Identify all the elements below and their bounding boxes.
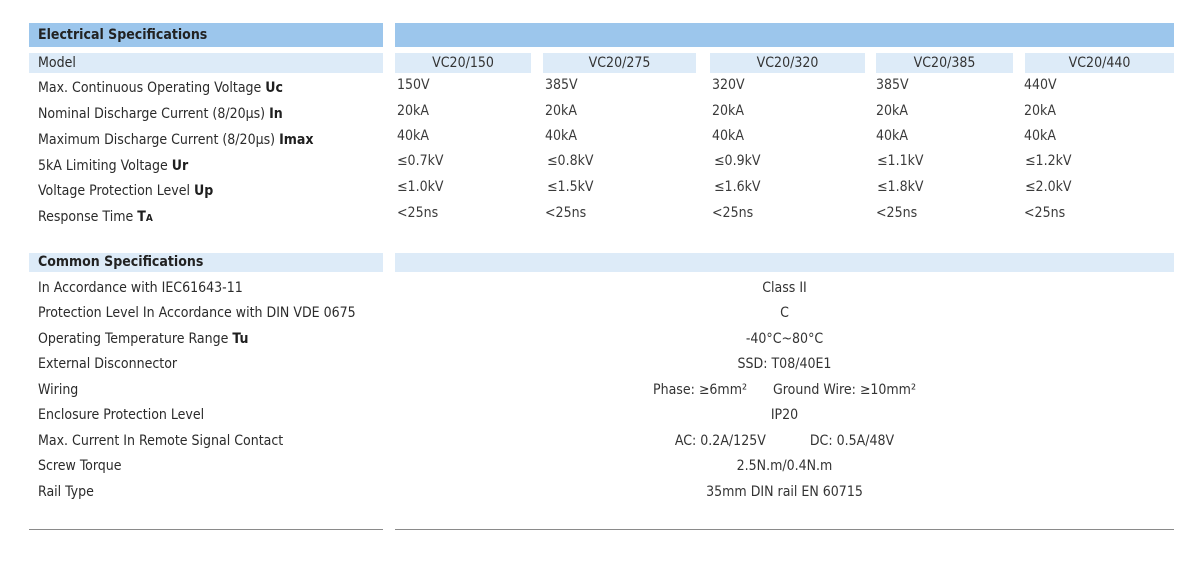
common-row-label: Protection Level In Accordance with DIN … xyxy=(38,305,356,321)
common-row-label: Enclosure Protection Level xyxy=(38,407,205,423)
spec-value: <25ns xyxy=(712,205,754,221)
common-header-bar-right xyxy=(395,253,1174,272)
model-label-bar xyxy=(29,53,383,73)
model-header-2: VC20/275 xyxy=(543,53,696,73)
spec-value: <25ns xyxy=(876,205,918,221)
bottom-divider-left xyxy=(29,529,383,530)
spec-value: 20kA xyxy=(712,103,744,119)
common-row-label: Wiring xyxy=(38,382,79,398)
spec-value: 385V xyxy=(545,77,578,93)
spec-row-label: Voltage Protection Level Up xyxy=(38,183,214,199)
spec-value: ≤1.2kV xyxy=(1025,153,1072,169)
model-header-3: VC20/320 xyxy=(710,53,865,73)
spec-value: 20kA xyxy=(876,103,908,119)
spec-value: 320V xyxy=(712,77,745,93)
common-value: SSD: T08/40E1 xyxy=(737,356,832,372)
spec-value: ≤1.5kV xyxy=(547,179,594,195)
common-value: 35mm DIN rail EN 60715 xyxy=(706,484,863,500)
common-value: C xyxy=(780,305,789,321)
common-value: -40°C~80°C xyxy=(745,331,824,347)
spec-value: <25ns xyxy=(1024,205,1066,221)
common-section-title: Common Specifications xyxy=(38,254,204,270)
spec-value: 40kA xyxy=(397,128,429,144)
model-label: Model xyxy=(38,55,76,71)
common-row-label: Max. Current In Remote Signal Contact xyxy=(38,433,284,449)
spec-value: <25ns xyxy=(545,205,587,221)
model-header-4: VC20/385 xyxy=(876,53,1013,73)
spec-value: ≤2.0kV xyxy=(1025,179,1072,195)
spec-value: 150V xyxy=(397,77,430,93)
common-row-label: External Disconnector xyxy=(38,356,178,372)
spec-value: ≤0.7kV xyxy=(397,153,444,169)
common-row-label: In Accordance with IEC61643-11 xyxy=(38,280,243,296)
spec-value: 40kA xyxy=(545,128,577,144)
electrical-header-bar-left xyxy=(29,23,383,47)
spec-value: ≤0.8kV xyxy=(547,153,594,169)
common-value: Class II xyxy=(762,280,807,296)
spec-value: ≤1.6kV xyxy=(714,179,761,195)
bottom-divider-right xyxy=(395,529,1174,530)
spec-value: ≤1.1kV xyxy=(877,153,924,169)
electrical-header-bar-right xyxy=(395,23,1174,47)
spec-value: 385V xyxy=(876,77,909,93)
spec-row-label: Max. Continuous Operating Voltage Uc xyxy=(38,80,283,96)
common-header-bar-left xyxy=(29,253,383,272)
electrical-section-title: Electrical Specifications xyxy=(38,27,208,43)
spec-value: ≤1.8kV xyxy=(877,179,924,195)
spec-value: 20kA xyxy=(1024,103,1056,119)
spec-value: 20kA xyxy=(397,103,429,119)
common-row-label: Operating Temperature Range Tu xyxy=(38,331,249,347)
spec-row-label: Nominal Discharge Current (8/20μs) In xyxy=(38,106,283,122)
spec-value: <25ns xyxy=(397,205,439,221)
common-row-label: Rail Type xyxy=(38,484,94,500)
spec-value: ≤1.0kV xyxy=(397,179,444,195)
spec-value: 40kA xyxy=(1024,128,1056,144)
spec-row-label: Maximum Discharge Current (8/20μs) Imax xyxy=(38,132,314,148)
spec-value: ≤0.9kV xyxy=(714,153,761,169)
spec-row-label: 5kA Limiting Voltage Ur xyxy=(38,158,189,174)
spec-value: 440V xyxy=(1024,77,1057,93)
spec-value: 20kA xyxy=(545,103,577,119)
model-header-1: VC20/150 xyxy=(395,53,531,73)
model-header-5: VC20/440 xyxy=(1025,53,1174,73)
spec-row-label: Response Time TA xyxy=(38,209,153,225)
common-row-label: Screw Torque xyxy=(38,458,122,474)
common-value: IP20 xyxy=(770,407,799,423)
common-value: 2.5N.m/0.4N.m xyxy=(736,458,833,474)
spec-value: 40kA xyxy=(712,128,744,144)
spec-value: 40kA xyxy=(876,128,908,144)
